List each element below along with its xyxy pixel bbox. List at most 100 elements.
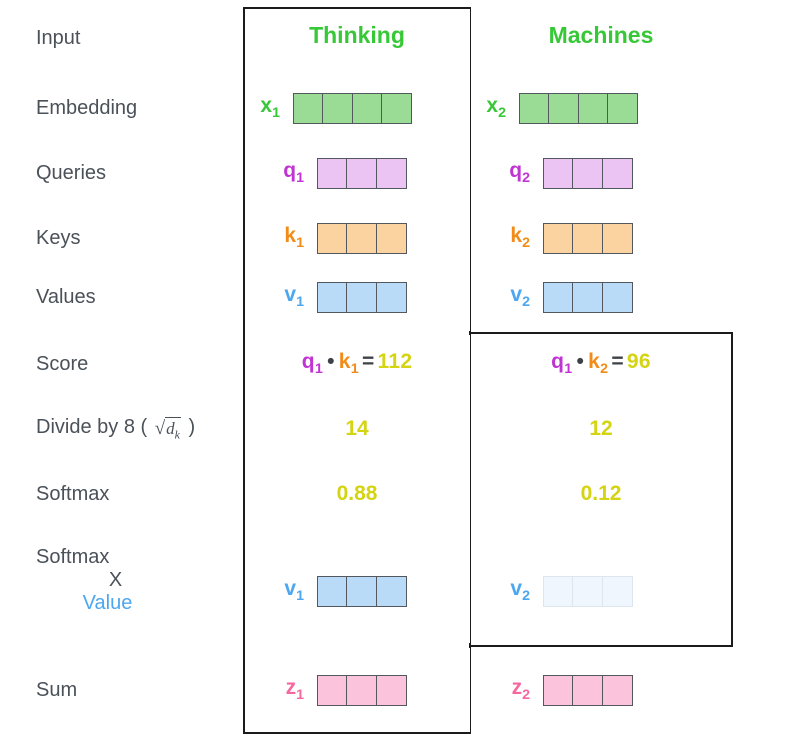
row-label-softmax-times-value: Softmax X Value (0, 546, 243, 616)
softmax-value-2: 0.12 (469, 480, 755, 508)
cell (293, 92, 324, 124)
cell (577, 92, 609, 124)
cell (607, 92, 639, 124)
query-cells-1 (317, 157, 407, 189)
cell (375, 674, 407, 706)
key-cells-1 (317, 222, 407, 254)
cell (375, 575, 407, 607)
embedding-cells-1 (293, 92, 413, 124)
sum-vector-2: z2 (469, 674, 633, 706)
sqrt-dk-notation: √dk (154, 417, 181, 442)
key-cells-2 (543, 222, 633, 254)
cell (548, 92, 580, 124)
score-expression-1: q1•k1=112 (243, 350, 471, 378)
cell (317, 157, 348, 189)
value-cells-2 (543, 281, 633, 313)
query-vector-1: q1 (243, 157, 407, 189)
softmax-label-line3: Value (82, 592, 133, 615)
key-vector-1: k1 (243, 222, 407, 254)
vector-symbol-z1: z1 (285, 676, 304, 704)
cell (601, 222, 633, 254)
word-header-machines: Machines (548, 22, 654, 48)
softmax-number-1: 0.88 (336, 482, 378, 505)
cell (601, 575, 633, 607)
cell (351, 92, 383, 124)
vector-symbol-weighted-v2: v2 (510, 577, 530, 605)
score-expression-2: q1•k2=96 (469, 350, 755, 378)
sum-vector-1: z1 (243, 674, 407, 706)
weighted-value-cells-1 (317, 575, 407, 607)
cell (375, 281, 407, 313)
cell (346, 222, 378, 254)
softmax-label-line1: Softmax (36, 546, 110, 568)
sum-cells-2 (543, 674, 633, 706)
row-label-input: Input (36, 26, 81, 49)
weighted-value-vector-2: v2 (469, 575, 633, 607)
vector-symbol-z2: z2 (511, 676, 530, 704)
weighted-value-cells-2 (543, 575, 633, 607)
softmax-value-1: 0.88 (243, 480, 471, 508)
value-vector-1: v1 (243, 281, 407, 313)
score-formula-2: q1•k2=96 (551, 350, 651, 378)
row-label-values: Values (36, 285, 96, 308)
query-cells-2 (543, 157, 633, 189)
cell (375, 222, 407, 254)
cell (601, 157, 633, 189)
row-label-divide: Divide by 8 ( √dk ) (36, 416, 196, 442)
softmax-label-line2: X (108, 569, 123, 592)
vector-symbol-q1: q1 (283, 159, 304, 187)
row-softmax-times-value: Softmax X Value (0, 546, 786, 632)
row-softmax: Softmax (0, 480, 786, 508)
word-header-thinking: Thinking (309, 22, 405, 48)
row-label-score: Score (36, 352, 89, 375)
vector-symbol-weighted-v1: v1 (284, 577, 304, 605)
cell (317, 281, 348, 313)
cell (572, 157, 604, 189)
cell (381, 92, 413, 124)
cell (317, 222, 348, 254)
query-vector-2: q2 (469, 157, 633, 189)
row-label-sum: Sum (36, 678, 78, 701)
weighted-value-vector-1: v1 (243, 575, 407, 607)
row-label-embedding: Embedding (36, 96, 138, 119)
value-cells-1 (317, 281, 407, 313)
cell (543, 674, 574, 706)
row-embedding: Embedding (0, 92, 786, 124)
vector-symbol-x2: x2 (486, 94, 506, 122)
row-sum: Sum (0, 674, 786, 706)
cell (572, 674, 604, 706)
score-formula-1: q1•k1=112 (301, 350, 413, 378)
vector-symbol-k2: k2 (510, 224, 530, 252)
row-label-queries: Queries (36, 161, 107, 184)
vector-symbol-q2: q2 (509, 159, 530, 187)
row-queries: Queries (0, 157, 786, 189)
divided-value-1: 14 (243, 415, 471, 443)
row-label-keys: Keys (36, 226, 81, 249)
cell (543, 281, 574, 313)
cell (317, 674, 348, 706)
divided-number-2: 12 (589, 417, 613, 440)
vector-symbol-x1: x1 (260, 94, 280, 122)
row-keys: Keys (0, 222, 786, 254)
row-divide: Divide by 8 ( √dk ) (0, 415, 786, 443)
vector-symbol-v1: v1 (284, 283, 304, 311)
cell (317, 575, 348, 607)
row-score: Score (0, 350, 786, 378)
vector-symbol-v2: v2 (510, 283, 530, 311)
sum-cells-1 (317, 674, 407, 706)
embedding-vector-1: x1 (243, 92, 413, 124)
embedding-cells-2 (519, 92, 639, 124)
cell (572, 281, 604, 313)
cell (346, 674, 378, 706)
cell (543, 575, 574, 607)
key-vector-2: k2 (469, 222, 633, 254)
softmax-number-2: 0.12 (580, 482, 622, 505)
embedding-vector-2: x2 (469, 92, 639, 124)
row-input: Input (0, 22, 786, 54)
cell (375, 157, 407, 189)
row-label-softmax: Softmax (36, 482, 110, 505)
cell (543, 222, 574, 254)
cell (519, 92, 550, 124)
cell (572, 575, 604, 607)
